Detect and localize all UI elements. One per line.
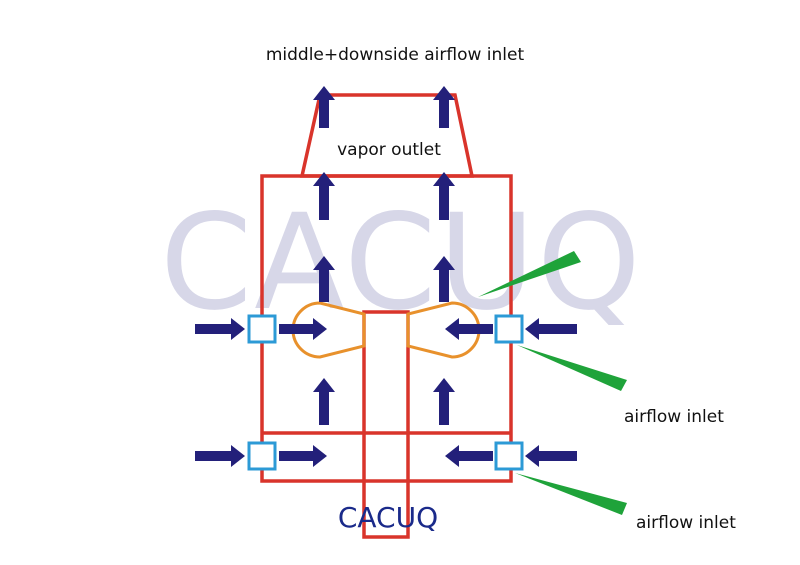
up-arrow-top-left <box>313 86 335 128</box>
up-arrow-low-right <box>433 378 455 425</box>
in-arrow-low-left-inner <box>279 445 327 467</box>
pointer-upper <box>478 251 581 297</box>
up-arrow-mid-right <box>433 256 455 302</box>
airflow-arrows <box>195 86 577 467</box>
in-arrow-low-right-inner <box>445 445 493 467</box>
left-coil <box>291 301 366 359</box>
nozzles <box>247 314 524 471</box>
pointers <box>478 251 627 515</box>
airflow-inlet-label-bottom: airflow inlet <box>636 513 736 533</box>
right-coil <box>406 301 481 359</box>
in-arrow-low-left-outer <box>195 445 245 467</box>
airflow-inlet-label-middle: airflow inlet <box>624 407 724 427</box>
nozzle-low-left <box>247 441 277 471</box>
up-arrow-top-right <box>433 86 455 128</box>
nozzle-low-right <box>494 441 524 471</box>
brand-text: CACUQ <box>338 501 438 534</box>
in-arrow-mid-left-outer <box>195 318 245 340</box>
up-arrow-low-left <box>313 378 335 425</box>
nozzle-mid-left <box>247 314 277 344</box>
in-arrow-mid-left-inner <box>279 318 327 340</box>
in-arrow-mid-right-outer <box>525 318 577 340</box>
vapor-outlet-label: vapor outlet <box>337 140 441 160</box>
in-arrow-mid-right-inner <box>445 318 493 340</box>
up-arrow-upper-left <box>313 172 335 220</box>
up-arrow-upper-right <box>433 172 455 220</box>
pointer-lower <box>515 473 627 515</box>
in-arrow-low-right-outer <box>525 445 577 467</box>
top-inlet-label: middle+downside airflow inlet <box>266 45 525 65</box>
coils <box>291 301 481 359</box>
pointer-middle <box>517 345 627 391</box>
nozzle-mid-right <box>494 314 524 344</box>
center-column <box>362 310 410 539</box>
up-arrow-mid-left <box>313 256 335 302</box>
